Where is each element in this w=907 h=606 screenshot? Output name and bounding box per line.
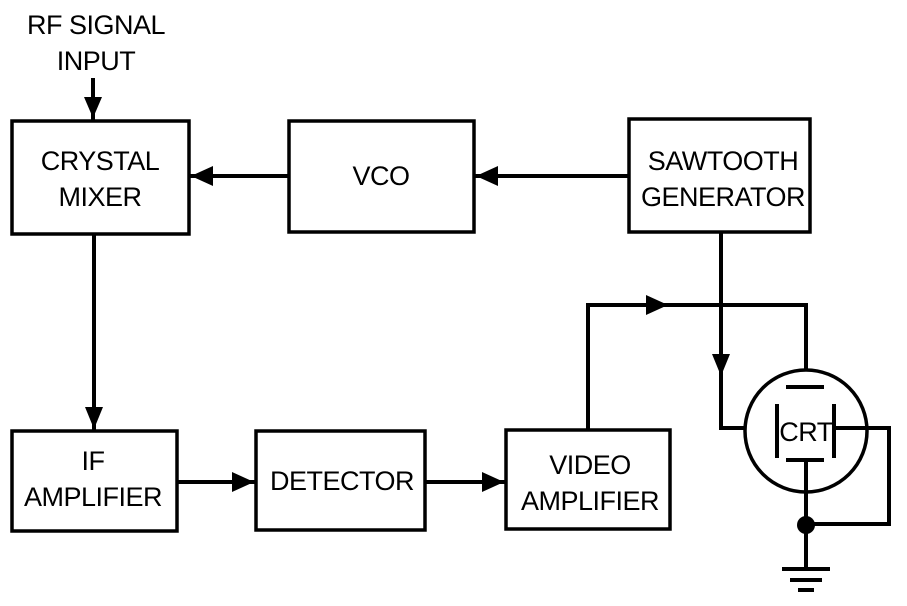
junction-dot xyxy=(797,516,815,534)
video-amplifier-label-line2: AMPLIFIER xyxy=(521,486,659,516)
ground-icon xyxy=(782,567,830,592)
sawtooth-generator-block: SAWTOOTH GENERATOR xyxy=(627,117,812,234)
crt-label: CRT xyxy=(779,417,833,447)
crystal-mixer-label-line1: CRYSTAL xyxy=(41,146,160,176)
vco-label: VCO xyxy=(352,161,409,191)
rf-input-label: RF SIGNAL INPUT xyxy=(27,10,166,76)
rf-input-label-line1: RF SIGNAL xyxy=(27,10,166,40)
detector-block: DETECTOR xyxy=(254,429,427,532)
mixer-to-if-arrowhead xyxy=(85,407,103,429)
rf-input-arrowhead xyxy=(84,97,102,118)
crystal-mixer-box xyxy=(10,119,191,236)
video-to-crt-arrowhead xyxy=(646,295,668,315)
if-amplifier-block: IF AMPLIFIER xyxy=(10,429,179,533)
detector-to-video-arrowhead xyxy=(482,472,504,492)
vco-block: VCO xyxy=(287,119,476,234)
rf-input-label-line2: INPUT xyxy=(57,46,136,76)
detector-label: DETECTOR xyxy=(270,466,414,496)
sawtooth-to-vco-arrowhead xyxy=(476,166,498,186)
crystal-mixer-block: CRYSTAL MIXER xyxy=(10,119,191,236)
sawtooth-generator-label-line1: SAWTOOTH xyxy=(648,146,799,176)
crystal-mixer-label-line2: MIXER xyxy=(58,182,141,212)
sawtooth-generator-box xyxy=(627,117,812,234)
if-amplifier-label-line1: IF xyxy=(82,446,105,476)
video-amplifier-box xyxy=(504,428,672,531)
sawtooth-to-crt-arrowhead xyxy=(712,354,730,376)
video-amplifier-block: VIDEO AMPLIFIER xyxy=(504,428,672,531)
crt-return-wire xyxy=(806,426,891,526)
video-to-crt-wire xyxy=(586,303,808,430)
sawtooth-generator-label-line2: GENERATOR xyxy=(641,182,805,212)
vco-to-mixer-arrowhead xyxy=(191,166,213,186)
if-to-detector-arrowhead xyxy=(232,472,254,492)
video-amplifier-label-line1: VIDEO xyxy=(549,450,631,480)
if-amplifier-label-line2: AMPLIFIER xyxy=(24,482,162,512)
